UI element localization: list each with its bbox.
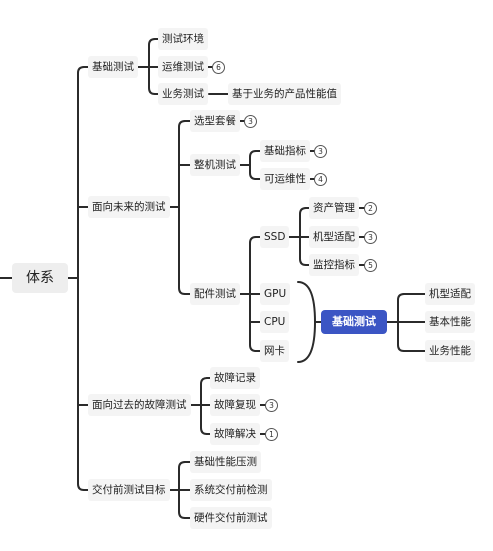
node-nic[interactable]: 网卡: [260, 340, 289, 362]
node-summary-basic-perf[interactable]: 基本性能: [425, 311, 475, 333]
count-badge: 3: [364, 231, 377, 244]
count-badge: 3: [314, 145, 327, 158]
node-fault-resolve[interactable]: 故障解决: [210, 423, 260, 445]
node-parts-test[interactable]: 配件测试: [190, 283, 240, 305]
node-maintainability[interactable]: 可运维性: [260, 168, 310, 190]
node-system-predelivery[interactable]: 系统交付前检测: [190, 479, 272, 501]
node-hardware-predelivery[interactable]: 硬件交付前测试: [190, 507, 272, 529]
count-badge: 3: [244, 115, 257, 128]
node-monitor-metrics[interactable]: 监控指标: [309, 254, 359, 276]
summary-node-basic-test[interactable]: 基础测试: [321, 310, 387, 334]
node-fault-reproduce[interactable]: 故障复现: [210, 394, 260, 416]
count-badge: 4: [314, 173, 327, 186]
node-model-adapt[interactable]: 机型适配: [309, 226, 359, 248]
node-ops-test[interactable]: 运维测试: [158, 56, 208, 78]
node-delivery-goal[interactable]: 交付前测试目标: [88, 479, 170, 501]
count-badge: 2: [364, 202, 377, 215]
node-business-note[interactable]: 基于业务的产品性能值: [228, 83, 341, 105]
count-badge: 5: [364, 259, 377, 272]
node-summary-business-perf[interactable]: 业务性能: [425, 340, 475, 362]
root-node[interactable]: 体系: [12, 263, 68, 293]
node-future-test[interactable]: 面向未来的测试: [88, 196, 170, 218]
node-basic-test[interactable]: 基础测试: [88, 56, 138, 78]
node-machine-test[interactable]: 整机测试: [190, 154, 240, 176]
node-basic-metrics[interactable]: 基础指标: [260, 140, 310, 162]
node-baseline-stress[interactable]: 基础性能压测: [190, 451, 261, 473]
node-fault-record[interactable]: 故障记录: [210, 367, 260, 389]
node-business-test[interactable]: 业务测试: [158, 83, 208, 105]
count-badge: 3: [265, 399, 278, 412]
count-badge: 6: [212, 61, 225, 74]
count-badge: 1: [265, 428, 278, 441]
node-cpu[interactable]: CPU: [260, 311, 290, 333]
node-ssd[interactable]: SSD: [260, 226, 290, 248]
node-asset-mgmt[interactable]: 资产管理: [309, 197, 359, 219]
node-select-package[interactable]: 选型套餐: [190, 110, 240, 132]
node-fault-test[interactable]: 面向过去的故障测试: [88, 394, 191, 416]
node-test-env[interactable]: 测试环境: [158, 28, 208, 50]
node-summary-model-adapt[interactable]: 机型适配: [425, 283, 475, 305]
node-gpu[interactable]: GPU: [260, 283, 291, 305]
